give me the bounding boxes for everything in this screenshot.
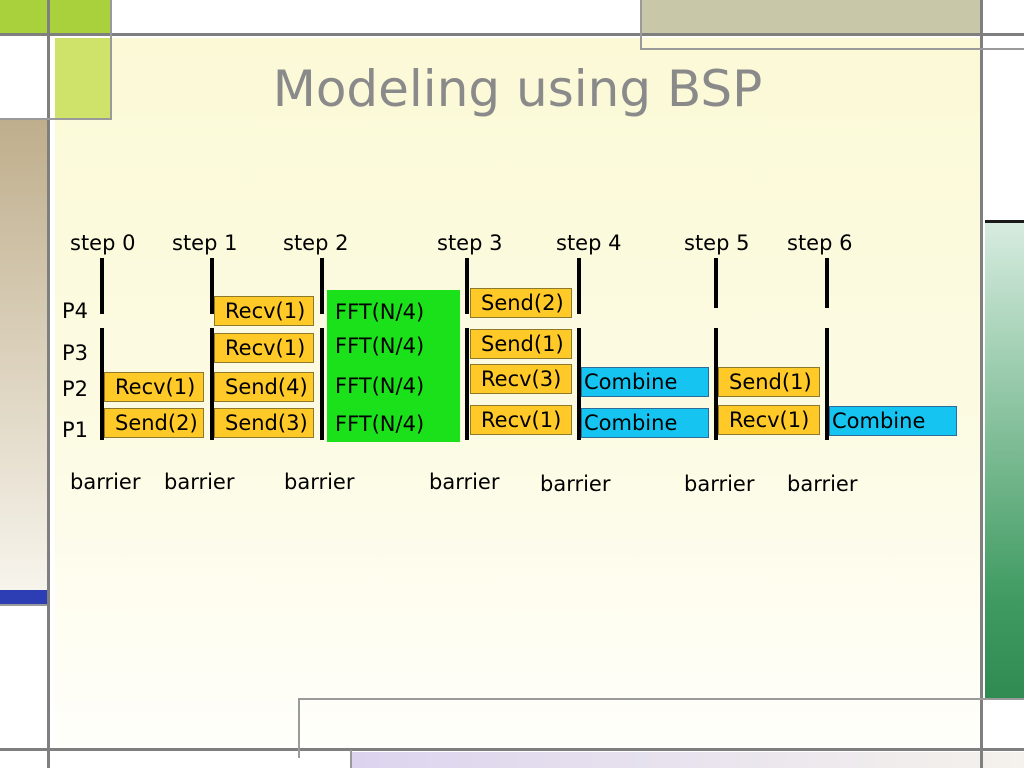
frame-line-left xyxy=(47,0,50,768)
barrier-bar-3-lower xyxy=(465,328,469,440)
barrier-bar-5-lower xyxy=(714,328,718,440)
op-box-step3-p1: Recv(1) xyxy=(470,405,572,435)
step-label-0: step 0 xyxy=(70,231,136,255)
frame-line-right xyxy=(980,0,983,768)
frame-line-bottom xyxy=(0,748,1024,751)
corner-block-khaki xyxy=(640,0,980,33)
barrier-label-2: barrier xyxy=(284,470,355,494)
barrier-bar-6-lower xyxy=(825,328,829,440)
barrier-bar-4-upper xyxy=(577,258,581,314)
barrier-label-6: barrier xyxy=(787,472,858,496)
frame-line-thin-6 xyxy=(298,698,300,758)
fft-label-p3: FFT(N/4) xyxy=(335,334,425,358)
fft-label-p4: FFT(N/4) xyxy=(335,300,425,324)
corner-block-green xyxy=(0,0,110,33)
frame-line-thin-2 xyxy=(640,0,642,50)
step-label-2: step 2 xyxy=(283,231,349,255)
op-box-step3-p2: Recv(3) xyxy=(470,364,572,394)
barrier-bar-4-lower xyxy=(577,328,581,440)
barrier-label-0: barrier xyxy=(70,470,141,494)
op-box-step6-p1: Combine xyxy=(829,406,957,436)
frame-line-top xyxy=(0,33,1024,36)
processor-label-p1: P1 xyxy=(62,418,89,442)
barrier-bar-1-upper xyxy=(210,258,214,314)
processor-label-p4: P4 xyxy=(62,299,89,323)
op-box-step5-p1: Recv(1) xyxy=(718,405,820,435)
barrier-label-4: barrier xyxy=(540,472,611,496)
step-label-1: step 1 xyxy=(172,231,238,255)
frame-line-thin-8 xyxy=(350,750,352,768)
fft-block xyxy=(327,290,460,442)
step-label-6: step 6 xyxy=(787,231,853,255)
frame-line-thin-4 xyxy=(0,118,110,120)
op-box-step3-p3: Send(1) xyxy=(470,329,572,359)
op-box-step1-p1: Send(3) xyxy=(214,408,314,438)
op-box-step1-p3: Recv(1) xyxy=(214,333,314,363)
op-box-step1-p2: Send(4) xyxy=(214,372,314,402)
step-label-3: step 3 xyxy=(437,231,503,255)
barrier-bar-6-upper xyxy=(825,258,829,308)
barrier-label-3: barrier xyxy=(429,470,500,494)
corner-block-lightgreen xyxy=(55,38,110,118)
barrier-bar-2-upper xyxy=(320,258,324,314)
right-block-green xyxy=(985,222,1024,698)
op-box-step4-p2: Combine xyxy=(581,367,709,397)
left-block-tan xyxy=(0,120,47,590)
op-box-step5-p2: Send(1) xyxy=(718,367,820,397)
step-label-5: step 5 xyxy=(684,231,750,255)
fft-label-p2: FFT(N/4) xyxy=(335,374,425,398)
frame-line-thin-9 xyxy=(0,604,47,606)
processor-label-p2: P2 xyxy=(62,377,89,401)
op-box-step0-p1: Send(2) xyxy=(104,408,204,438)
processor-label-p3: P3 xyxy=(62,341,89,365)
frame-line-thin-3 xyxy=(640,48,1024,50)
op-box-step4-p1: Combine xyxy=(581,408,709,438)
barrier-bar-0-upper xyxy=(100,258,104,314)
step-label-4: step 4 xyxy=(556,231,622,255)
barrier-label-1: barrier xyxy=(164,470,235,494)
op-box-step1-p4: Recv(1) xyxy=(214,296,314,326)
bottom-block-lavender xyxy=(350,752,1024,768)
frame-line-thin-1 xyxy=(110,0,112,120)
barrier-bar-1-lower xyxy=(210,328,214,440)
op-box-step0-p2: Recv(1) xyxy=(104,372,204,402)
barrier-bar-5-upper xyxy=(714,258,718,308)
slide-title: Modeling using BSP xyxy=(272,60,763,118)
op-box-step3-p4: Send(2) xyxy=(470,288,572,318)
barrier-bar-2-lower xyxy=(320,328,324,440)
barrier-label-5: barrier xyxy=(684,472,755,496)
barrier-bar-0-lower xyxy=(100,328,104,440)
fft-label-p1: FFT(N/4) xyxy=(335,412,425,436)
frame-line-thin-5 xyxy=(985,220,1024,223)
left-block-blue xyxy=(0,590,47,604)
frame-line-thin-7 xyxy=(298,698,1024,700)
barrier-bar-3-upper xyxy=(465,258,469,314)
